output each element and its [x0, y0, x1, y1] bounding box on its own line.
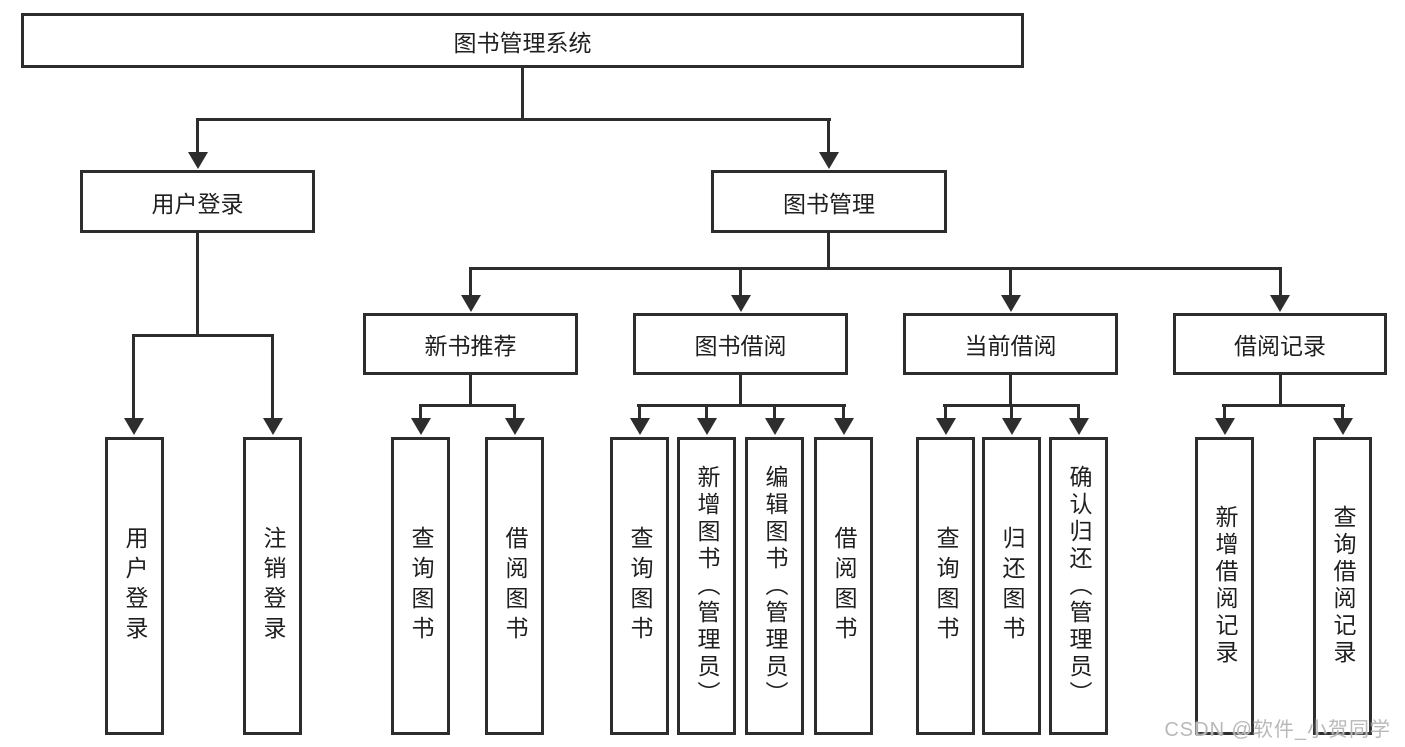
node-label: 注销登录 — [260, 526, 286, 646]
node-new-book-recommend: 新书推荐 — [363, 313, 578, 375]
node-current-borrowing: 当前借阅 — [903, 313, 1118, 375]
arrow-down-icon — [1270, 295, 1290, 312]
arrow-down-icon — [1001, 295, 1021, 312]
arrow-down-icon — [1002, 418, 1022, 435]
connector-line — [132, 334, 274, 337]
node-label: 用户登录 — [122, 526, 148, 646]
connector-line — [827, 118, 830, 155]
node-library-system: 图书管理系统 — [21, 13, 1024, 68]
node-borrow-books: 借阅图书 — [814, 437, 873, 735]
connector-line — [271, 334, 274, 421]
arrow-down-icon — [1215, 418, 1235, 435]
node-query-books-borrow: 查询图书 — [610, 437, 669, 735]
connector-line — [1279, 267, 1282, 298]
node-borrowing-records: 借阅记录 — [1173, 313, 1387, 375]
node-label: 归还图书 — [999, 526, 1025, 646]
connector-line — [521, 68, 524, 121]
connector-line — [739, 374, 742, 407]
arrow-down-icon — [697, 418, 717, 435]
node-edit-books-admin: 编辑图书（管理员） — [745, 437, 804, 735]
connector-line — [1009, 374, 1012, 407]
connector-line — [1009, 267, 1012, 298]
connector-line — [739, 267, 742, 298]
arrow-down-icon — [124, 418, 144, 435]
node-add-borrow-record: 新增借阅记录 — [1195, 437, 1254, 735]
connector-line — [842, 404, 845, 421]
arrow-down-icon — [765, 418, 785, 435]
watermark: CSDN @软件_小贺同学 — [1164, 719, 1391, 741]
connector-line — [196, 233, 199, 337]
arrow-down-icon — [263, 418, 283, 435]
connector-line — [419, 404, 516, 407]
connector-line — [705, 404, 708, 421]
arrow-down-icon — [1333, 418, 1353, 435]
connector-line — [469, 267, 472, 298]
arrow-down-icon — [505, 418, 525, 435]
connector-line — [638, 404, 641, 421]
node-label: 确认归还（管理员） — [1066, 464, 1092, 708]
connector-line — [773, 404, 776, 421]
connector-line — [1077, 404, 1080, 421]
node-label: 借阅图书 — [831, 526, 857, 646]
node-label: 新增图书（管理员） — [694, 464, 720, 708]
arrow-down-icon — [731, 295, 751, 312]
connector-line — [469, 374, 472, 407]
connector-line — [196, 118, 831, 121]
connector-line — [1222, 404, 1345, 407]
node-label: 借阅图书 — [502, 526, 528, 646]
node-query-borrow-record: 查询借阅记录 — [1313, 437, 1372, 735]
node-label: 查询借阅记录 — [1330, 505, 1356, 667]
arrow-down-icon — [461, 295, 481, 312]
connector-line — [132, 334, 135, 421]
node-query-books-recommend: 查询图书 — [391, 437, 450, 735]
connector-line — [469, 267, 1282, 270]
arrow-down-icon — [411, 418, 431, 435]
node-confirm-return-admin: 确认归还（管理员） — [1049, 437, 1108, 735]
connector-line — [1341, 404, 1344, 421]
node-label: 新增借阅记录 — [1212, 505, 1238, 667]
node-user-login-func: 用户登录 — [105, 437, 164, 735]
node-add-books-admin: 新增图书（管理员） — [677, 437, 736, 735]
connector-line — [637, 404, 846, 407]
connector-line — [1223, 404, 1226, 421]
node-user-login: 用户登录 — [80, 170, 315, 233]
connector-line — [419, 404, 422, 421]
node-label: 查询图书 — [627, 526, 653, 646]
connector-line — [513, 404, 516, 421]
connector-line — [1010, 404, 1013, 421]
connector-line — [1279, 374, 1282, 407]
arrow-down-icon — [834, 418, 854, 435]
connector-line — [827, 233, 830, 270]
connector-line — [196, 118, 199, 155]
arrow-down-icon — [936, 418, 956, 435]
node-query-books-current: 查询图书 — [916, 437, 975, 735]
arrow-down-icon — [819, 152, 839, 169]
node-logout-func: 注销登录 — [243, 437, 302, 735]
arrow-down-icon — [630, 418, 650, 435]
node-book-management: 图书管理 — [711, 170, 947, 233]
node-label: 编辑图书（管理员） — [762, 464, 788, 708]
node-label: 查询图书 — [408, 526, 434, 646]
node-label: 查询图书 — [933, 526, 959, 646]
node-return-books: 归还图书 — [982, 437, 1041, 735]
node-book-borrowing: 图书借阅 — [633, 313, 848, 375]
arrow-down-icon — [188, 152, 208, 169]
connector-line — [944, 404, 947, 421]
arrow-down-icon — [1069, 418, 1089, 435]
node-borrow-books-recommend: 借阅图书 — [485, 437, 544, 735]
